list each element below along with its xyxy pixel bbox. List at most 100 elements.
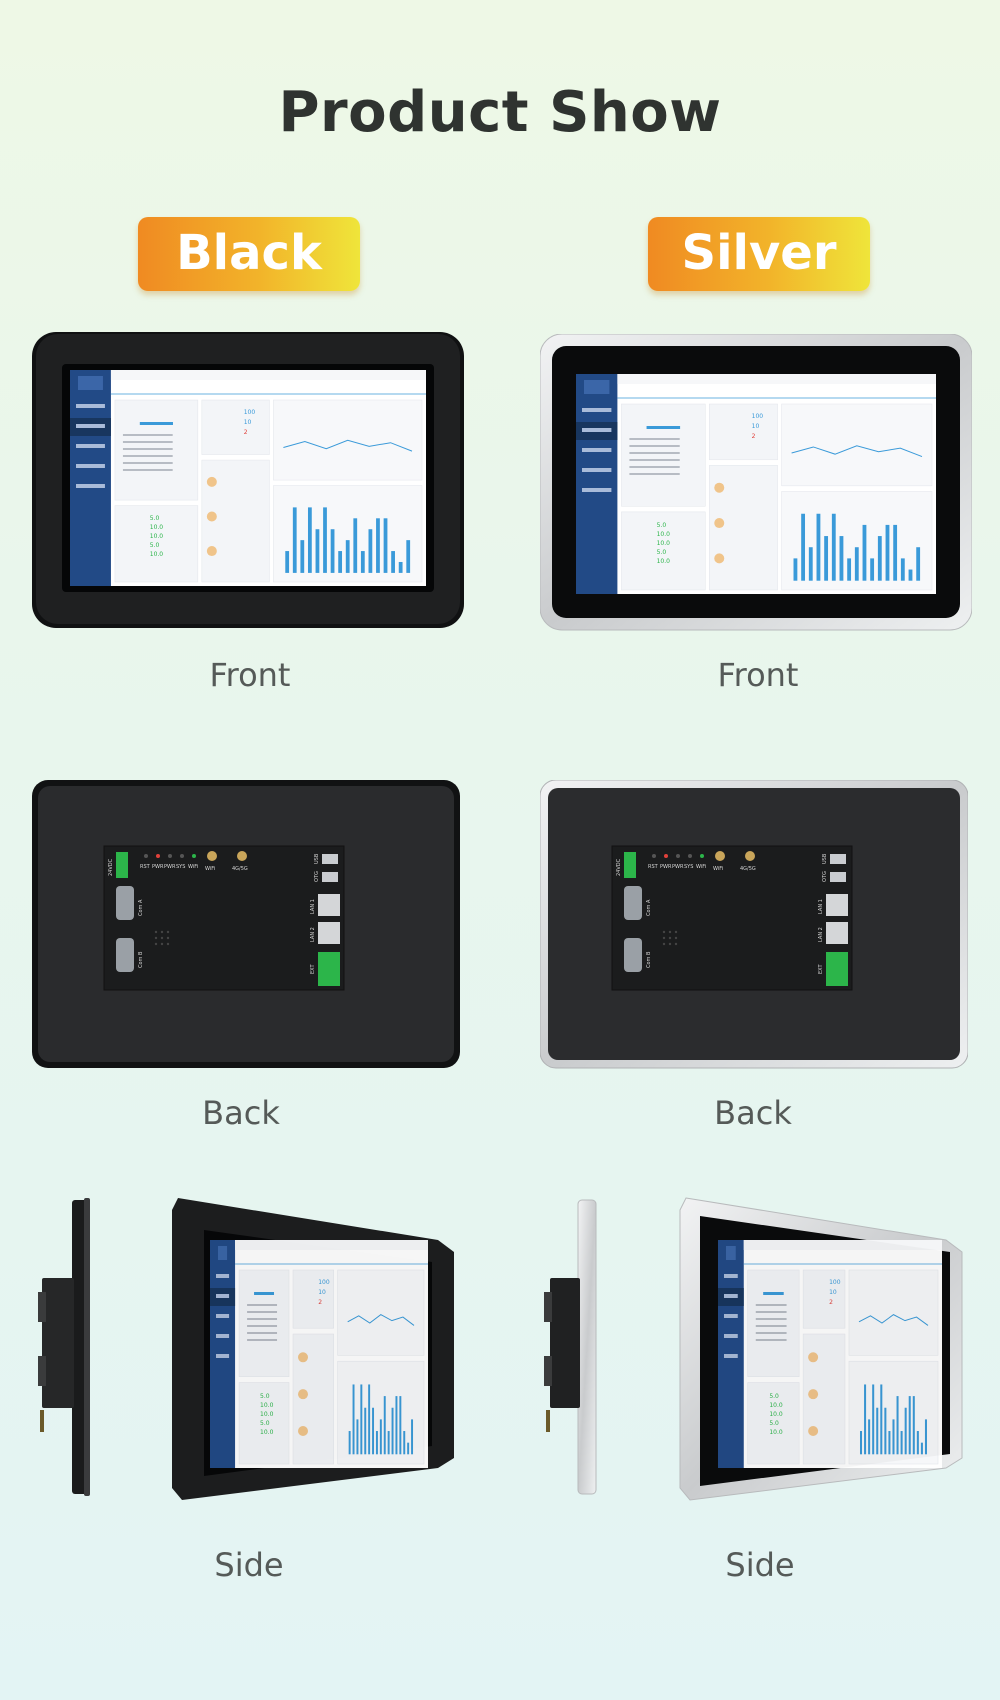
status-led <box>156 854 160 858</box>
cellular-label: 4G/5G <box>740 866 756 872</box>
screen-menu-item <box>76 464 105 468</box>
screen-green-value: 10.0 <box>657 540 671 547</box>
screen-logo <box>726 1246 736 1260</box>
speaker-hole <box>662 930 666 934</box>
ext-terminal <box>318 952 340 986</box>
screen-green-value: 5.0 <box>150 515 160 522</box>
black-side-caption: Side <box>214 1546 284 1584</box>
screen-green-value: 10.0 <box>150 533 164 540</box>
com-b-port <box>116 938 134 972</box>
led-label: WiFi <box>696 864 706 870</box>
speaker-hole <box>154 942 158 946</box>
screen-bar <box>859 1431 863 1455</box>
screen-green-value: 10.0 <box>769 1429 783 1436</box>
screen-bar <box>801 513 806 581</box>
screen-bar <box>403 1431 406 1455</box>
screen-bar <box>880 1384 883 1455</box>
screen-bar <box>375 1431 378 1455</box>
power-label: 24VDC <box>616 858 622 876</box>
power-terminal <box>116 852 128 878</box>
screen-bar <box>908 1396 911 1455</box>
screen-green-value: 10.0 <box>150 551 164 558</box>
com-a-label: Com A <box>138 899 144 916</box>
screen-bar <box>884 1407 887 1455</box>
screen-bar <box>885 524 890 581</box>
screen-bar <box>411 1419 414 1455</box>
screen-green-value: 5.0 <box>769 1420 779 1427</box>
screen-menu-item <box>216 1294 230 1298</box>
screen-stat-value: 100 <box>752 413 764 420</box>
screen-green-value: 10.0 <box>260 1402 274 1409</box>
speaker-hole <box>674 936 678 940</box>
screen-bar <box>372 1407 375 1455</box>
screen-bar <box>793 558 798 581</box>
screen-bar <box>877 536 882 581</box>
screen-bar <box>300 540 305 573</box>
screen-bar <box>360 551 365 573</box>
usb-label: OTG <box>822 871 828 882</box>
black-variant-badge: Black <box>138 217 360 291</box>
speaker-hole <box>662 936 666 940</box>
screen-logo <box>78 376 103 390</box>
screen-green-value: 10.0 <box>769 1402 783 1409</box>
screen-line-series <box>791 445 923 458</box>
lan-label: LAN 1 <box>310 899 316 914</box>
screen-bar <box>900 558 905 581</box>
screen-bar <box>368 1384 371 1455</box>
lan-label: LAN 2 <box>310 927 316 942</box>
lan-label: LAN 1 <box>818 899 824 914</box>
screen-avatar <box>298 1352 309 1363</box>
led-label: PWR <box>164 864 176 870</box>
screen-menu-item <box>76 424 105 428</box>
speaker-hole <box>166 930 170 934</box>
screen-bar <box>345 540 350 573</box>
screen-bar <box>872 1384 875 1455</box>
usb-port <box>322 872 338 882</box>
screen-menu-item <box>724 1274 738 1278</box>
screen-bar <box>383 518 388 573</box>
screen-bar <box>360 1384 363 1455</box>
screen-menu-item <box>582 408 612 412</box>
screen-bar <box>292 507 297 573</box>
usb-port <box>322 854 338 864</box>
screen-sidebar <box>576 374 618 594</box>
screen-bar <box>912 1396 915 1455</box>
screen-bar <box>338 551 343 573</box>
com-b-label: Com B <box>646 951 652 968</box>
screen-menu-item <box>724 1334 738 1338</box>
cellular-label: 4G/5G <box>232 866 248 872</box>
black-side-edge <box>38 1198 90 1496</box>
wifi-label: WiFi <box>205 866 215 872</box>
screen-menu-item <box>216 1274 230 1278</box>
speaker-hole <box>154 930 158 934</box>
screen-bar <box>916 1431 919 1455</box>
screen-green-value: 10.0 <box>150 524 164 531</box>
speaker-hole <box>668 936 672 940</box>
speaker-hole <box>160 942 164 946</box>
screen-green-value: 5.0 <box>260 1420 270 1427</box>
screen-menu-item <box>216 1334 230 1338</box>
screen-avatar <box>298 1389 309 1400</box>
screen-bar <box>348 1431 351 1455</box>
screen-line-series <box>858 1314 929 1326</box>
screen-bar <box>376 518 380 573</box>
screen-stat-value: 10 <box>829 1289 837 1296</box>
screen-menu-item <box>216 1314 230 1318</box>
screen-menu-item <box>216 1354 230 1358</box>
led-label: SYS <box>176 864 185 870</box>
screen-menu-item <box>724 1354 738 1358</box>
screen-menu-item <box>76 404 105 408</box>
screen-bar <box>864 1384 867 1455</box>
screen-bar <box>892 1419 895 1455</box>
usb-label: USB <box>822 853 828 864</box>
ext-terminal <box>826 952 848 986</box>
power-label: 24VDC <box>108 858 114 876</box>
screen-bar <box>391 1407 394 1455</box>
screen-bar <box>364 1407 367 1455</box>
screen-menu-item <box>582 468 612 472</box>
screen-bar <box>395 1396 398 1455</box>
